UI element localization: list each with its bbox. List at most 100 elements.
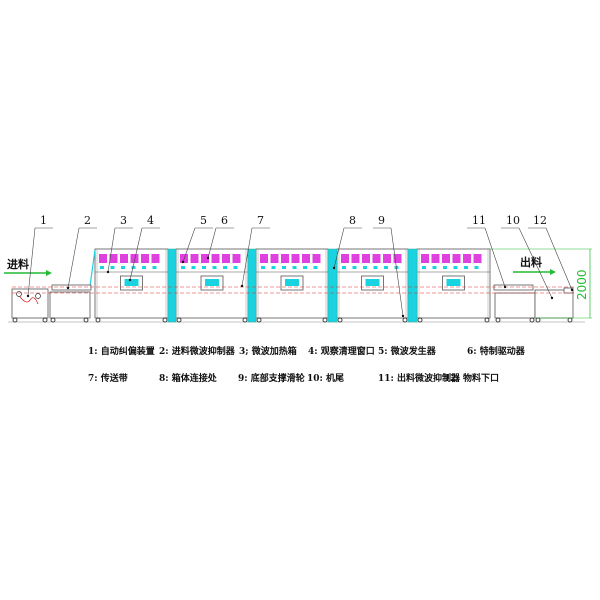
magnetron-block bbox=[473, 254, 482, 263]
outfeed-label: 出料 bbox=[520, 255, 542, 269]
callout-number-2: 2 bbox=[84, 214, 91, 227]
waveguide-block bbox=[443, 266, 447, 269]
callout-leader bbox=[241, 227, 253, 287]
magnetron-block bbox=[372, 254, 381, 263]
wheel-icon bbox=[83, 317, 89, 323]
magnetron-block bbox=[141, 254, 149, 263]
magnetron-block bbox=[260, 254, 268, 263]
callout-dot bbox=[570, 288, 574, 292]
callout-dot bbox=[26, 294, 30, 298]
callout-leader bbox=[129, 227, 143, 281]
cabinet-connector bbox=[167, 248, 177, 323]
waveguide-block bbox=[282, 266, 286, 269]
window-glass bbox=[124, 279, 139, 286]
magnetron-block bbox=[341, 254, 349, 263]
callout-dot bbox=[106, 270, 110, 274]
callout-number-11: 11 bbox=[472, 214, 486, 227]
magnetron-block bbox=[442, 254, 450, 263]
magnetron-block bbox=[291, 254, 300, 263]
callout-dot bbox=[503, 285, 507, 289]
callout-number-12: 12 bbox=[533, 214, 547, 227]
infeed-suppressor-frame bbox=[49, 291, 91, 319]
wheel-icon bbox=[567, 317, 573, 323]
legend-item-7: 7: 传送带 bbox=[88, 374, 128, 384]
wheel-icon bbox=[256, 317, 262, 323]
window-glass bbox=[205, 279, 219, 286]
infeed-suppressor-plate bbox=[51, 284, 92, 291]
legend-item-1: 1: 自动纠偏装置 bbox=[88, 347, 155, 357]
waveguide-block bbox=[261, 266, 265, 269]
callout-leader bbox=[27, 227, 36, 297]
callout-leader bbox=[107, 227, 116, 273]
callout-dot bbox=[240, 284, 244, 288]
magnetron-block bbox=[151, 254, 160, 263]
callout-number-4: 4 bbox=[147, 214, 154, 227]
magnetron-block bbox=[99, 254, 107, 263]
legend-item-5: 5: 微波发生器 bbox=[378, 347, 436, 357]
callout-dot bbox=[401, 314, 405, 318]
dimension-value: 2000 bbox=[575, 269, 589, 300]
waveguide-block bbox=[233, 266, 238, 269]
waveguide-block bbox=[474, 266, 479, 269]
wheel-icon bbox=[535, 317, 541, 323]
magnetron-block bbox=[190, 254, 199, 263]
callout-dot bbox=[550, 296, 554, 300]
wheel-icon bbox=[50, 317, 56, 323]
callout-number-7: 7 bbox=[257, 214, 264, 227]
callout-number-5: 5 bbox=[200, 214, 207, 227]
magnetron-block bbox=[463, 254, 471, 263]
arrow-head-icon bbox=[46, 270, 52, 276]
legend-item-11: 11: 出料微波抑制器 bbox=[378, 374, 460, 384]
wheel-icon bbox=[42, 317, 48, 323]
roller-icon bbox=[35, 293, 41, 299]
callout-dot bbox=[66, 286, 70, 290]
wheel-icon bbox=[402, 317, 408, 323]
legend-item-6: 6: 特制驱动器 bbox=[467, 347, 525, 357]
callout-leader bbox=[67, 227, 80, 289]
waveguide-block bbox=[152, 266, 157, 269]
callout-number-6: 6 bbox=[221, 214, 228, 227]
waveguide-block bbox=[271, 266, 276, 269]
callout-leader bbox=[484, 227, 506, 288]
magnetron-block bbox=[281, 254, 289, 263]
magnetron-block bbox=[270, 254, 279, 263]
wheel-icon bbox=[495, 317, 501, 323]
wheel-icon bbox=[242, 317, 248, 323]
waveguide-block bbox=[131, 266, 136, 269]
waveguide-block bbox=[202, 266, 206, 269]
waveguide-block bbox=[313, 266, 318, 269]
callout-leader bbox=[518, 227, 553, 299]
waveguide-block bbox=[303, 266, 307, 269]
legend-item-4: 4: 观察清理窗口 bbox=[308, 347, 375, 357]
magnetron-block bbox=[362, 254, 370, 263]
infeed-label: 进料 bbox=[7, 257, 29, 271]
callout-leader bbox=[182, 227, 196, 263]
wheel-icon bbox=[95, 317, 101, 323]
magnetron-block bbox=[120, 254, 128, 263]
callout-leader bbox=[390, 227, 404, 317]
callout-number-10: 10 bbox=[506, 214, 520, 227]
callout-number-8: 8 bbox=[349, 214, 356, 227]
wheel-icon bbox=[322, 317, 328, 323]
waveguide-block bbox=[373, 266, 378, 269]
magnetron-block bbox=[431, 254, 440, 263]
wheel-icon bbox=[529, 317, 535, 323]
callout-dot bbox=[332, 266, 336, 270]
correction-belt-path bbox=[17, 293, 39, 305]
waveguide-block bbox=[212, 266, 217, 269]
callout-leader bbox=[333, 227, 345, 269]
magnetron-block bbox=[211, 254, 220, 263]
wheel-icon bbox=[12, 317, 18, 323]
callout-dot bbox=[128, 278, 132, 282]
wheel-icon bbox=[337, 317, 343, 323]
legend-item-9: 9: 底部支撑滑轮 bbox=[238, 374, 305, 384]
waveguide-block bbox=[110, 266, 115, 269]
waveguide-block bbox=[432, 266, 437, 269]
callout-number-1: 1 bbox=[40, 214, 47, 227]
callout-leader bbox=[207, 227, 217, 259]
outfeed-suppressor-frame bbox=[494, 292, 536, 319]
magnetron-block bbox=[452, 254, 461, 263]
magnetron-block bbox=[393, 254, 402, 263]
magnetron-block bbox=[421, 254, 429, 263]
waveguide-block bbox=[142, 266, 146, 269]
